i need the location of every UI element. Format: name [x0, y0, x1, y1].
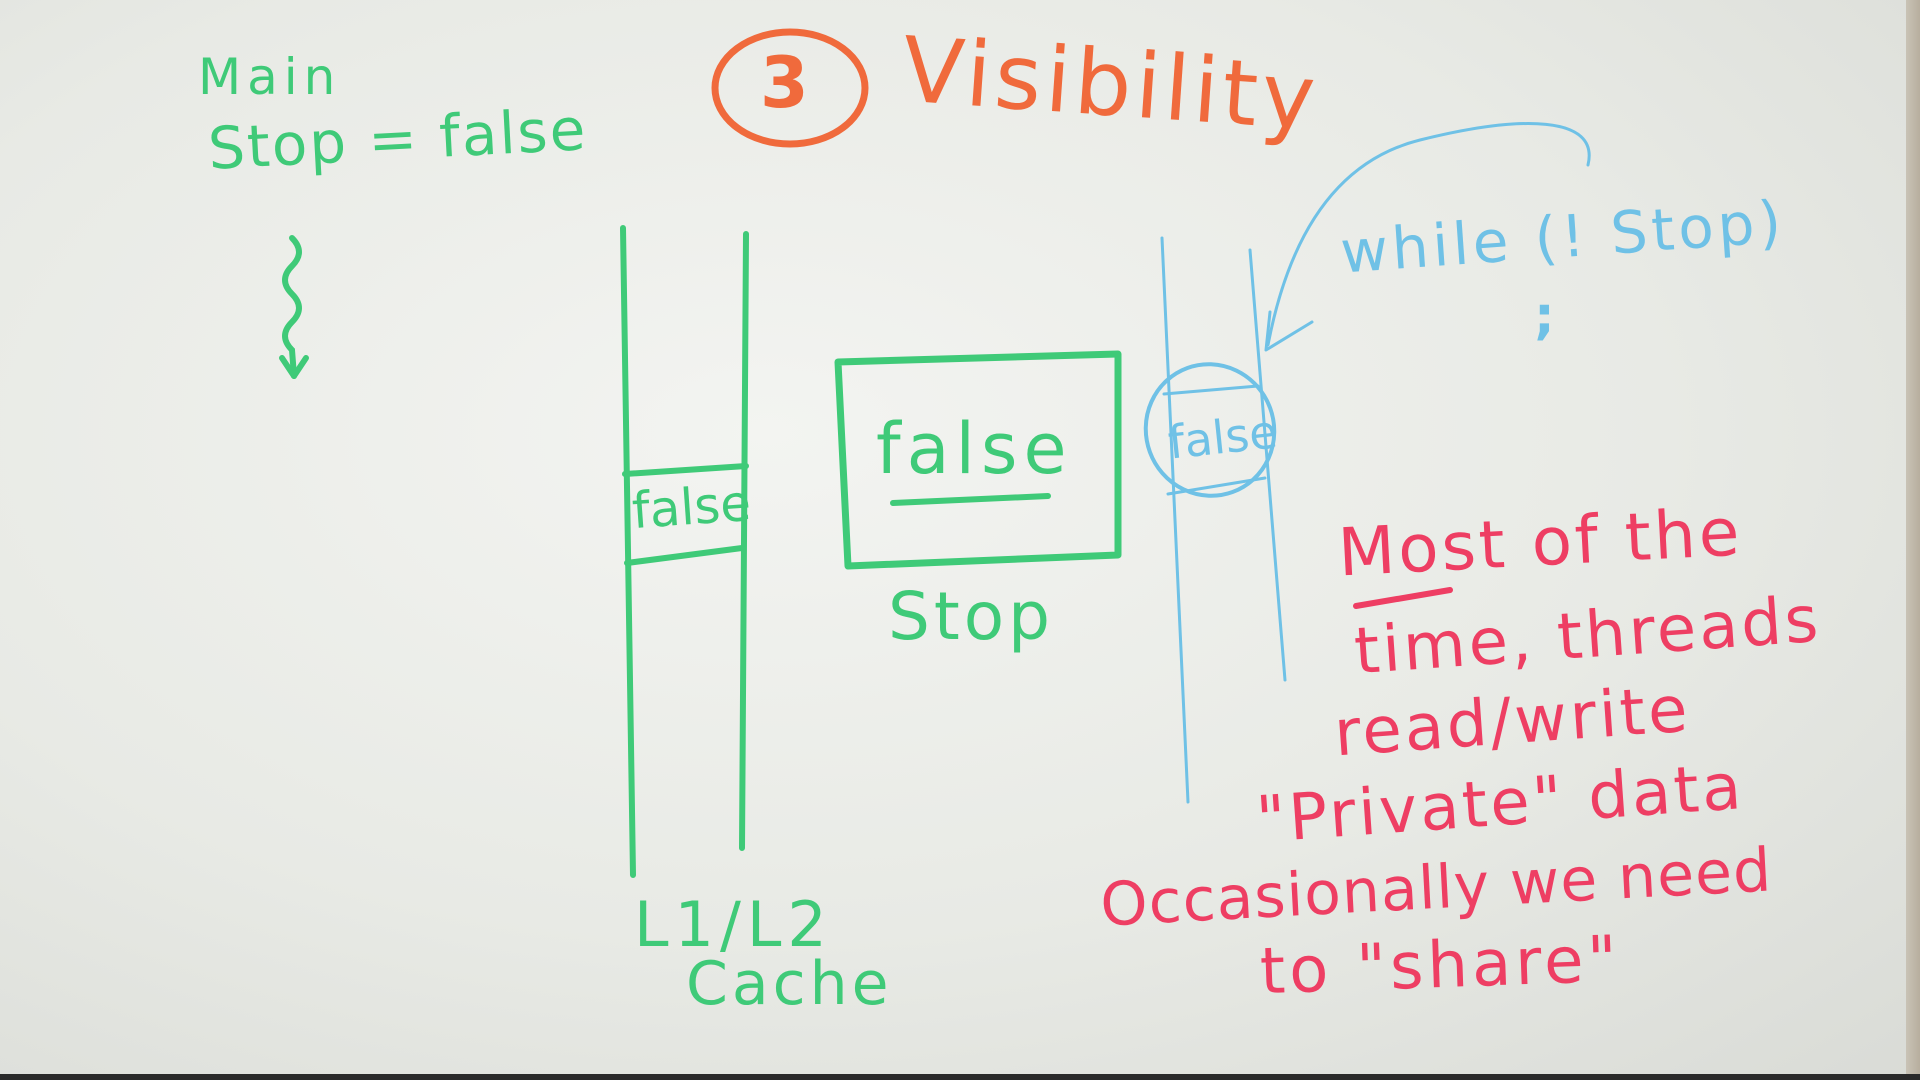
right-cache-cell-circle	[1143, 362, 1277, 498]
note-line-6: to "share"	[1258, 922, 1623, 1010]
note-line-1: Most of the	[1336, 493, 1745, 592]
left-cache-value: false	[630, 473, 753, 541]
whiteboard-tray	[0, 1074, 1920, 1080]
left-cache-right-wall	[739, 231, 749, 851]
right-cache-value: false	[1165, 404, 1280, 470]
memory-stop-label: Stop	[888, 578, 1055, 655]
memory-stop-value: false	[876, 408, 1073, 490]
left-cache-cell-bottom	[624, 545, 745, 566]
right-cache-cell-top	[1162, 384, 1260, 396]
loop-code-semicolon: ;	[1534, 286, 1557, 346]
whiteboard-frame	[1906, 0, 1920, 1080]
note-emphasis-underline	[1353, 587, 1453, 609]
left-cache-label-line1: L1/L2	[634, 888, 833, 961]
main-squiggle-arrow	[282, 235, 302, 379]
title-number: 3	[760, 42, 811, 124]
right-cache-left-wall	[1160, 236, 1190, 804]
title-number-circle	[711, 28, 869, 148]
loop-reads-cache-arrow	[1266, 122, 1591, 347]
main-thread-label: Main	[198, 48, 342, 106]
left-cache-cell-top	[622, 463, 749, 477]
memory-value-underline	[890, 493, 1051, 506]
loop-arrowhead	[1264, 310, 1314, 352]
left-cache-left-wall	[620, 225, 636, 878]
main-arrowhead	[279, 355, 309, 379]
page-title: Visibility	[898, 17, 1323, 152]
memory-box-outline	[834, 350, 1122, 570]
left-cache-label-line2: Cache	[686, 949, 893, 1019]
right-cache-right-wall	[1248, 248, 1287, 682]
